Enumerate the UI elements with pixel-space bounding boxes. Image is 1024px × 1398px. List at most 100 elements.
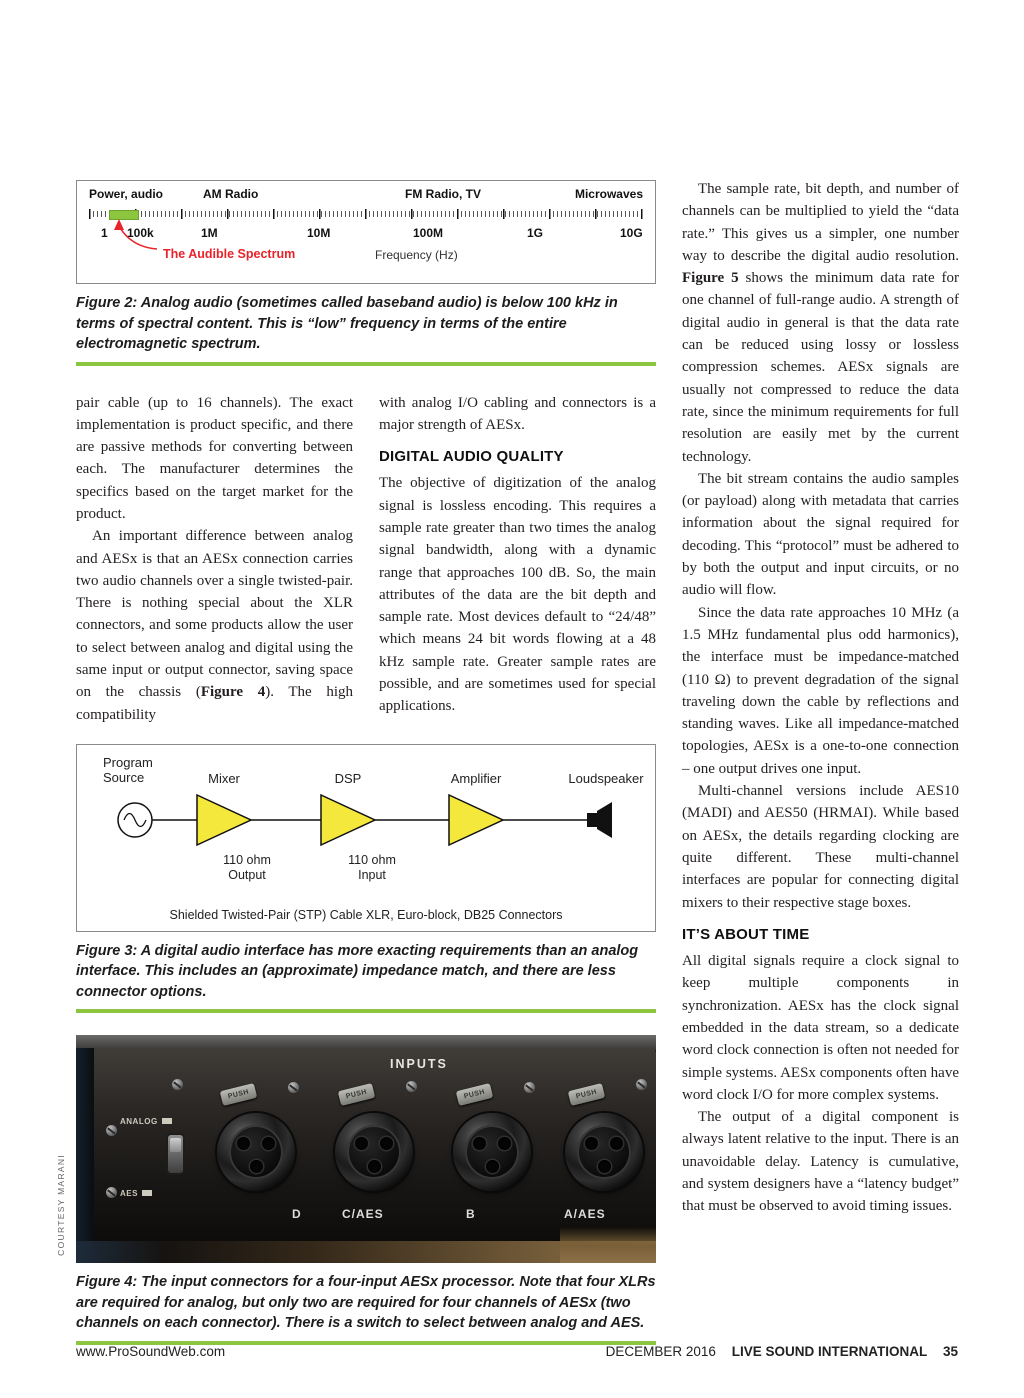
xlr-bore bbox=[229, 1125, 283, 1180]
label-110-ohm-input: 110 ohm Input bbox=[348, 852, 396, 882]
inputs-label: INPUTS bbox=[390, 1057, 448, 1072]
xlr-connector-b: PUSH bbox=[453, 1083, 531, 1192]
xlr-connector-d: PUSH bbox=[217, 1083, 295, 1192]
body-paragraph: The sample rate, bit depth, and number o… bbox=[682, 178, 959, 468]
frequency-axis-label: Frequency (Hz) bbox=[375, 248, 458, 262]
band-label-am-radio: AM Radio bbox=[203, 187, 259, 201]
footer-issue: DECEMBER 2016 bbox=[605, 1344, 716, 1359]
figure4-caption: Figure 4: The input connectors for a fou… bbox=[76, 1274, 656, 1332]
table-surface bbox=[76, 1241, 656, 1264]
body-paragraph: Multi-channel versions include AES10 (MA… bbox=[682, 783, 959, 911]
xlr-pin bbox=[473, 1137, 486, 1151]
footer-website: www.ProSoundWeb.com bbox=[76, 1344, 226, 1359]
figure2-caption: Figure 2: Analog audio (sometimes called… bbox=[76, 295, 618, 352]
right-column: The sample rate, bit depth, and number o… bbox=[682, 178, 959, 1218]
screw-icon bbox=[288, 1082, 299, 1094]
label-loudspeaker: Loudspeaker bbox=[568, 770, 644, 786]
body-column-2: with analog I/O cabling and connectors i… bbox=[379, 392, 656, 726]
body-paragraph: All digital signals require a clock sign… bbox=[682, 953, 959, 1103]
footer-publication: LIVE SOUND INTERNATIONAL bbox=[731, 1344, 928, 1359]
figure4-photo-block: COURTESY MARANI INPUTS ANALOG AES bbox=[56, 1035, 656, 1264]
tick-label: 1G bbox=[527, 226, 544, 240]
section-divider bbox=[76, 361, 656, 366]
connector-label-b: B bbox=[466, 1207, 476, 1222]
xlr-pin bbox=[262, 1137, 275, 1151]
page-footer: www.ProSoundWeb.com DECEMBER 2016 LIVE S… bbox=[76, 1344, 958, 1359]
mixer-triangle-icon bbox=[196, 793, 253, 847]
body-paragraph: The bit stream contains the audio sample… bbox=[682, 470, 959, 599]
signal-chain-graphic bbox=[117, 793, 612, 847]
label-dsp: DSP bbox=[334, 770, 362, 786]
section-divider bbox=[76, 1340, 656, 1345]
xlr-bore bbox=[577, 1125, 631, 1180]
screw-icon bbox=[172, 1079, 183, 1091]
connector-label-c-aes: C/AES bbox=[342, 1207, 384, 1222]
figure-reference: Figure 4 bbox=[200, 684, 266, 701]
tick-label: 1 bbox=[101, 226, 108, 240]
screw-icon bbox=[524, 1082, 535, 1094]
figure3-signal-chain-diagram: Program Source Mixer DSP Amplifier Louds… bbox=[76, 743, 656, 932]
body-paragraph: The objective of digitization of the ana… bbox=[379, 475, 656, 715]
footer-right: DECEMBER 2016 LIVE SOUND INTERNATIONAL 3… bbox=[594, 1344, 958, 1359]
body-paragraph: Since the data rate approaches 10 MHz (a… bbox=[682, 604, 959, 777]
xlr-pin bbox=[380, 1137, 393, 1151]
connector-label-a-aes: A/AES bbox=[564, 1207, 606, 1222]
tick-label: 10M bbox=[307, 226, 331, 240]
band-label-microwaves: Microwaves bbox=[574, 187, 643, 201]
loudspeaker-icon bbox=[587, 812, 597, 827]
section-heading-its-about-time: IT’S ABOUT TIME bbox=[682, 925, 810, 943]
figure4-photo: INPUTS ANALOG AES PUSH bbox=[76, 1035, 656, 1264]
paragraph-text: ). The high compatibility bbox=[76, 684, 353, 723]
body-paragraph: An important difference between analog a… bbox=[76, 525, 353, 726]
paragraph-text: shows the minimum data rate for one chan… bbox=[682, 270, 960, 465]
loudspeaker-cone-icon bbox=[597, 801, 612, 838]
tick-label: 10G bbox=[620, 226, 643, 240]
band-label-power-audio: Power, audio bbox=[89, 187, 164, 201]
connector-footnote: Shielded Twisted-Pair (STP) Cable XLR, E… bbox=[169, 907, 563, 922]
tick-label: 1M bbox=[201, 226, 218, 240]
main-content-region: Power, audio AM Radio FM Radio, TV Micro… bbox=[56, 180, 656, 1345]
label-program-source: Program Source bbox=[103, 754, 153, 785]
xlr-pin bbox=[367, 1160, 381, 1174]
analog-label: ANALOG bbox=[120, 1117, 172, 1126]
xlr-pin bbox=[610, 1137, 623, 1151]
label-mixer: Mixer bbox=[208, 770, 240, 786]
photo-credit: COURTESY MARANI bbox=[56, 1153, 66, 1256]
audible-spectrum-arrow-icon bbox=[114, 219, 158, 250]
label-amplifier: Amplifier bbox=[450, 770, 502, 786]
figure3-caption: Figure 3: A digital audio interface has … bbox=[76, 942, 639, 1000]
xlr-pin bbox=[485, 1160, 499, 1174]
audible-spectrum-highlight bbox=[109, 210, 139, 220]
body-paragraph: with analog I/O cabling and connectors i… bbox=[379, 394, 656, 433]
xlr-connector-c-aes: PUSH bbox=[335, 1083, 413, 1192]
tick-label: 100M bbox=[413, 226, 444, 240]
screw-icon bbox=[406, 1081, 417, 1093]
screw-icon bbox=[636, 1079, 647, 1091]
xlr-bore bbox=[347, 1125, 401, 1180]
rack-edge bbox=[76, 1035, 656, 1051]
xlr-connector-a-aes: PUSH bbox=[565, 1083, 643, 1192]
paragraph-text: The sample rate, bit depth, and number o… bbox=[682, 181, 959, 264]
body-paragraph: The output of a digital component is alw… bbox=[682, 1109, 959, 1215]
xlr-pin bbox=[585, 1137, 598, 1151]
xlr-pin bbox=[597, 1160, 611, 1174]
xlr-bore bbox=[465, 1125, 519, 1180]
body-column-1: pair cable (up to 16 channels). The exac… bbox=[76, 392, 353, 726]
body-paragraph: pair cable (up to 16 channels). The exac… bbox=[76, 394, 353, 522]
figure-reference: Figure 5 bbox=[682, 270, 739, 287]
label-110-ohm-output: 110 ohm Output bbox=[223, 852, 271, 882]
xlr-shell bbox=[453, 1113, 531, 1192]
section-heading-digital-audio-quality: DIGITAL AUDIO QUALITY bbox=[379, 448, 564, 466]
audible-spectrum-label: The Audible Spectrum bbox=[163, 247, 296, 261]
aes-label: AES bbox=[120, 1189, 152, 1198]
figure2-spectrum-diagram: Power, audio AM Radio FM Radio, TV Micro… bbox=[76, 180, 656, 284]
xlr-pin bbox=[498, 1137, 511, 1151]
dsp-triangle-icon bbox=[320, 793, 377, 847]
section-divider bbox=[76, 1009, 656, 1014]
analog-aes-switch bbox=[168, 1135, 183, 1174]
paragraph-text: An important difference between analog a… bbox=[76, 528, 353, 701]
xlr-pin bbox=[249, 1160, 263, 1174]
xlr-shell bbox=[217, 1113, 295, 1192]
major-ticks bbox=[89, 209, 643, 219]
